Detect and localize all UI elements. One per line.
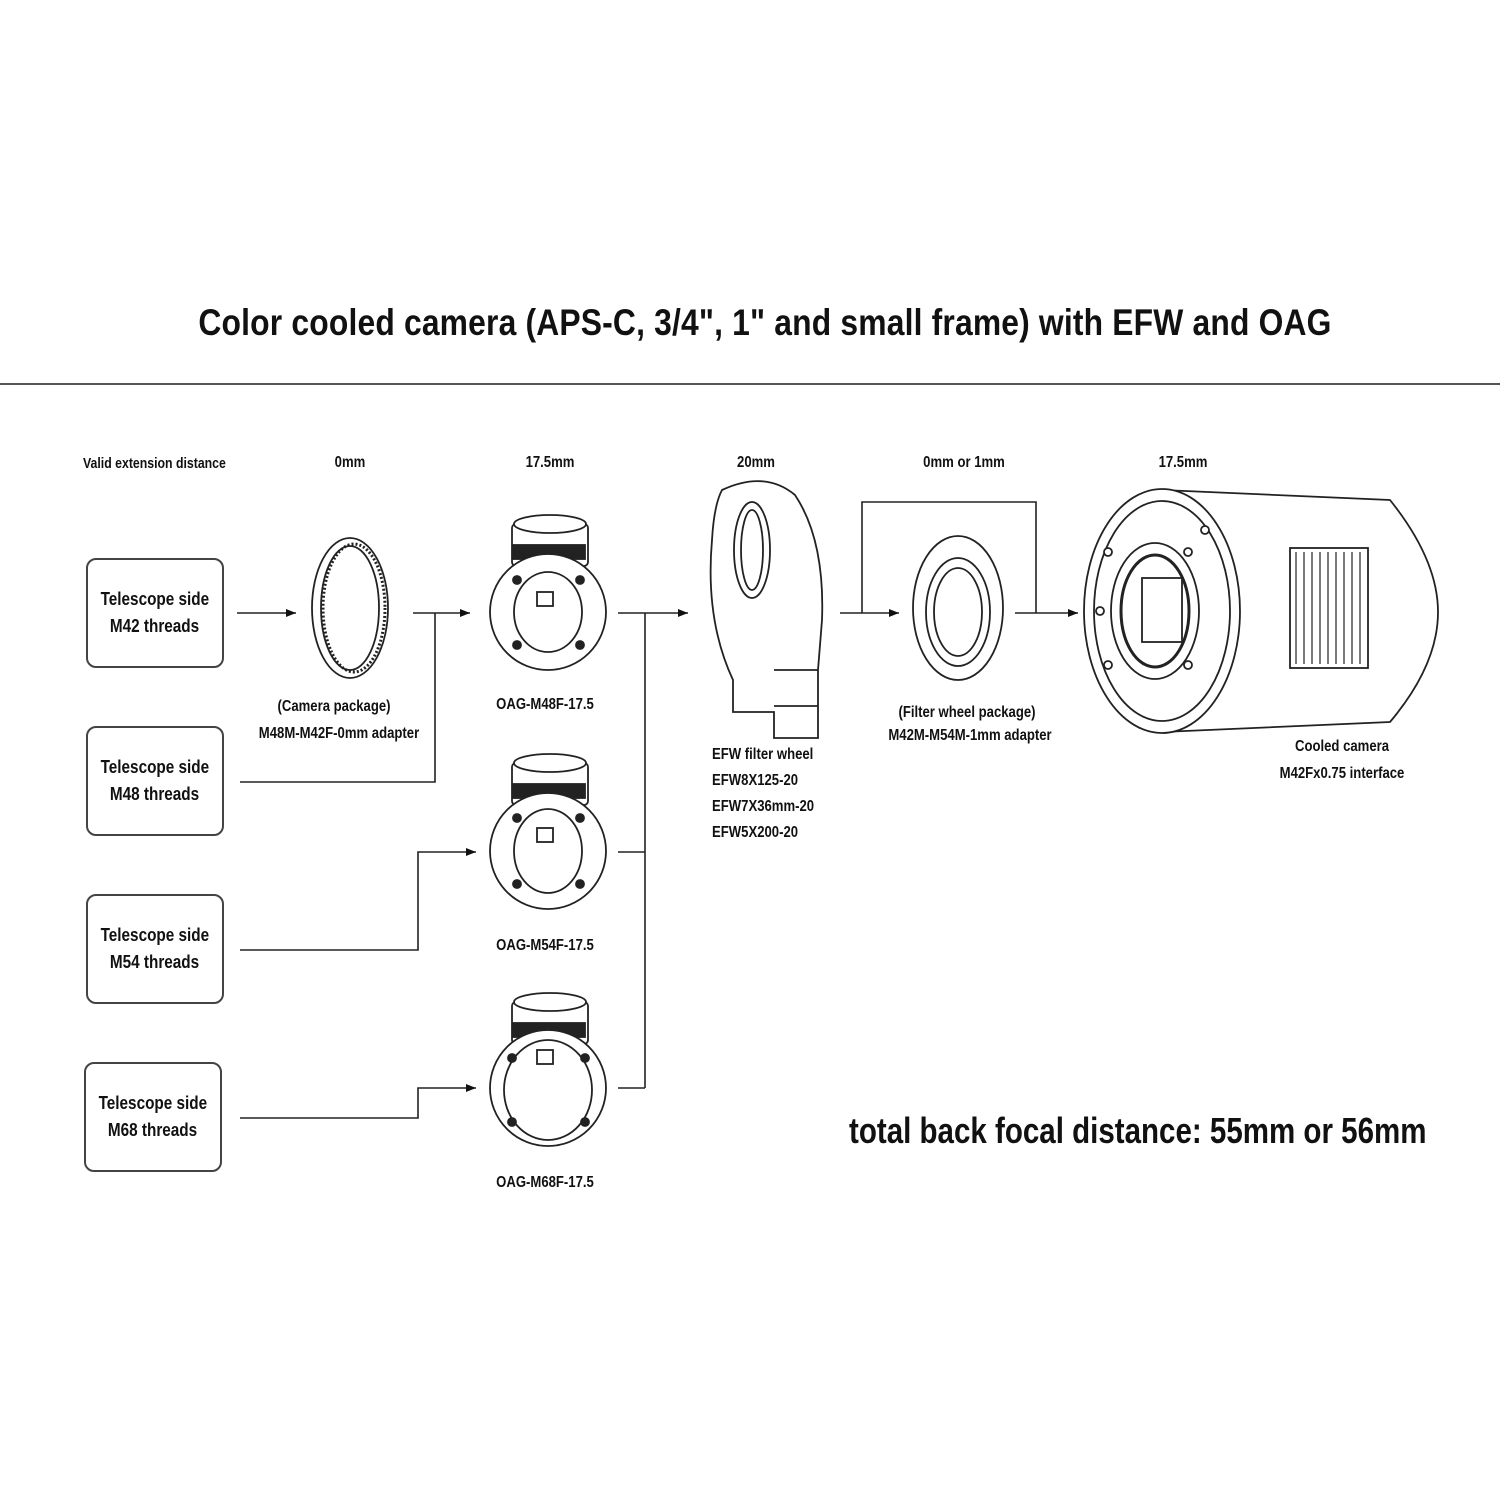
thread-label: M54 threads	[110, 952, 200, 972]
telescope-side-m68-box: Telescope side M68 threads	[84, 1062, 222, 1172]
arrow-m68-to-oag68	[240, 1084, 476, 1119]
connector-lines	[237, 501, 1078, 1119]
efw-label-line3: EFW7X36mm-20	[712, 798, 815, 815]
efw-label-line2: EFW8X125-20	[712, 772, 799, 789]
telescope-side-label: Telescope side	[100, 589, 210, 609]
distance-efw: 20mm	[737, 454, 775, 471]
diagram-title: Color cooled camera (APS-C, 3/4", 1" and…	[198, 302, 1332, 343]
cooled-camera-icon	[1083, 488, 1439, 734]
oag-m54f-label: OAG-M54F-17.5	[496, 937, 594, 954]
telescope-side-label: Telescope side	[100, 757, 210, 777]
efw-label-line4: EFW5X200-20	[712, 824, 799, 841]
telescope-side-label: Telescope side	[100, 925, 210, 945]
distance-adapter2: 0mm or 1mm	[923, 454, 1005, 471]
adapter1-label-line2: M48M-M42F-0mm adapter	[258, 725, 420, 742]
adapter2-ring-icon	[912, 535, 1004, 681]
bypass-line	[861, 501, 1037, 613]
camera-label-line2: M42Fx0.75 interface	[1279, 765, 1405, 782]
distance-oag: 17.5mm	[525, 454, 575, 471]
telescope-side-m48-box: Telescope side M48 threads	[86, 726, 224, 836]
distance-adapter: 0mm	[334, 454, 366, 471]
total-back-focal-distance: total back focal distance: 55mm or 56mm	[849, 1110, 1427, 1151]
telescope-side-m54-box: Telescope side M54 threads	[86, 894, 224, 1004]
telescope-side-label: Telescope side	[98, 1093, 208, 1113]
adapter-ring-icon	[311, 537, 389, 679]
thread-label: M68 threads	[108, 1120, 198, 1140]
title-divider	[0, 383, 1500, 385]
oag-m68f-icon	[489, 992, 607, 1147]
thread-label: M42 threads	[110, 616, 200, 636]
efw-label-line1: EFW filter wheel	[712, 746, 814, 763]
oag-m54f-icon	[489, 753, 607, 910]
arrow-m54-to-oag54	[240, 848, 476, 951]
efw-filter-wheel-icon	[709, 480, 824, 739]
thread-label: M48 threads	[110, 784, 200, 804]
oag-m68f-label: OAG-M68F-17.5	[496, 1174, 594, 1191]
adapter2-label-line1: (Filter wheel package)	[898, 704, 1036, 721]
adapter2-label-line2: M42M-M54M-1mm adapter	[888, 727, 1052, 744]
line-m48	[240, 613, 436, 783]
oag-m48f-label: OAG-M48F-17.5	[496, 696, 594, 713]
adapter1-label-line1: (Camera package)	[277, 698, 391, 715]
oag-m48f-icon	[489, 514, 607, 671]
camera-label-line1: Cooled camera	[1294, 738, 1390, 755]
telescope-side-m42-box: Telescope side M42 threads	[86, 558, 224, 668]
distance-header: Valid extension distance	[83, 455, 226, 472]
distance-camera: 17.5mm	[1158, 454, 1208, 471]
